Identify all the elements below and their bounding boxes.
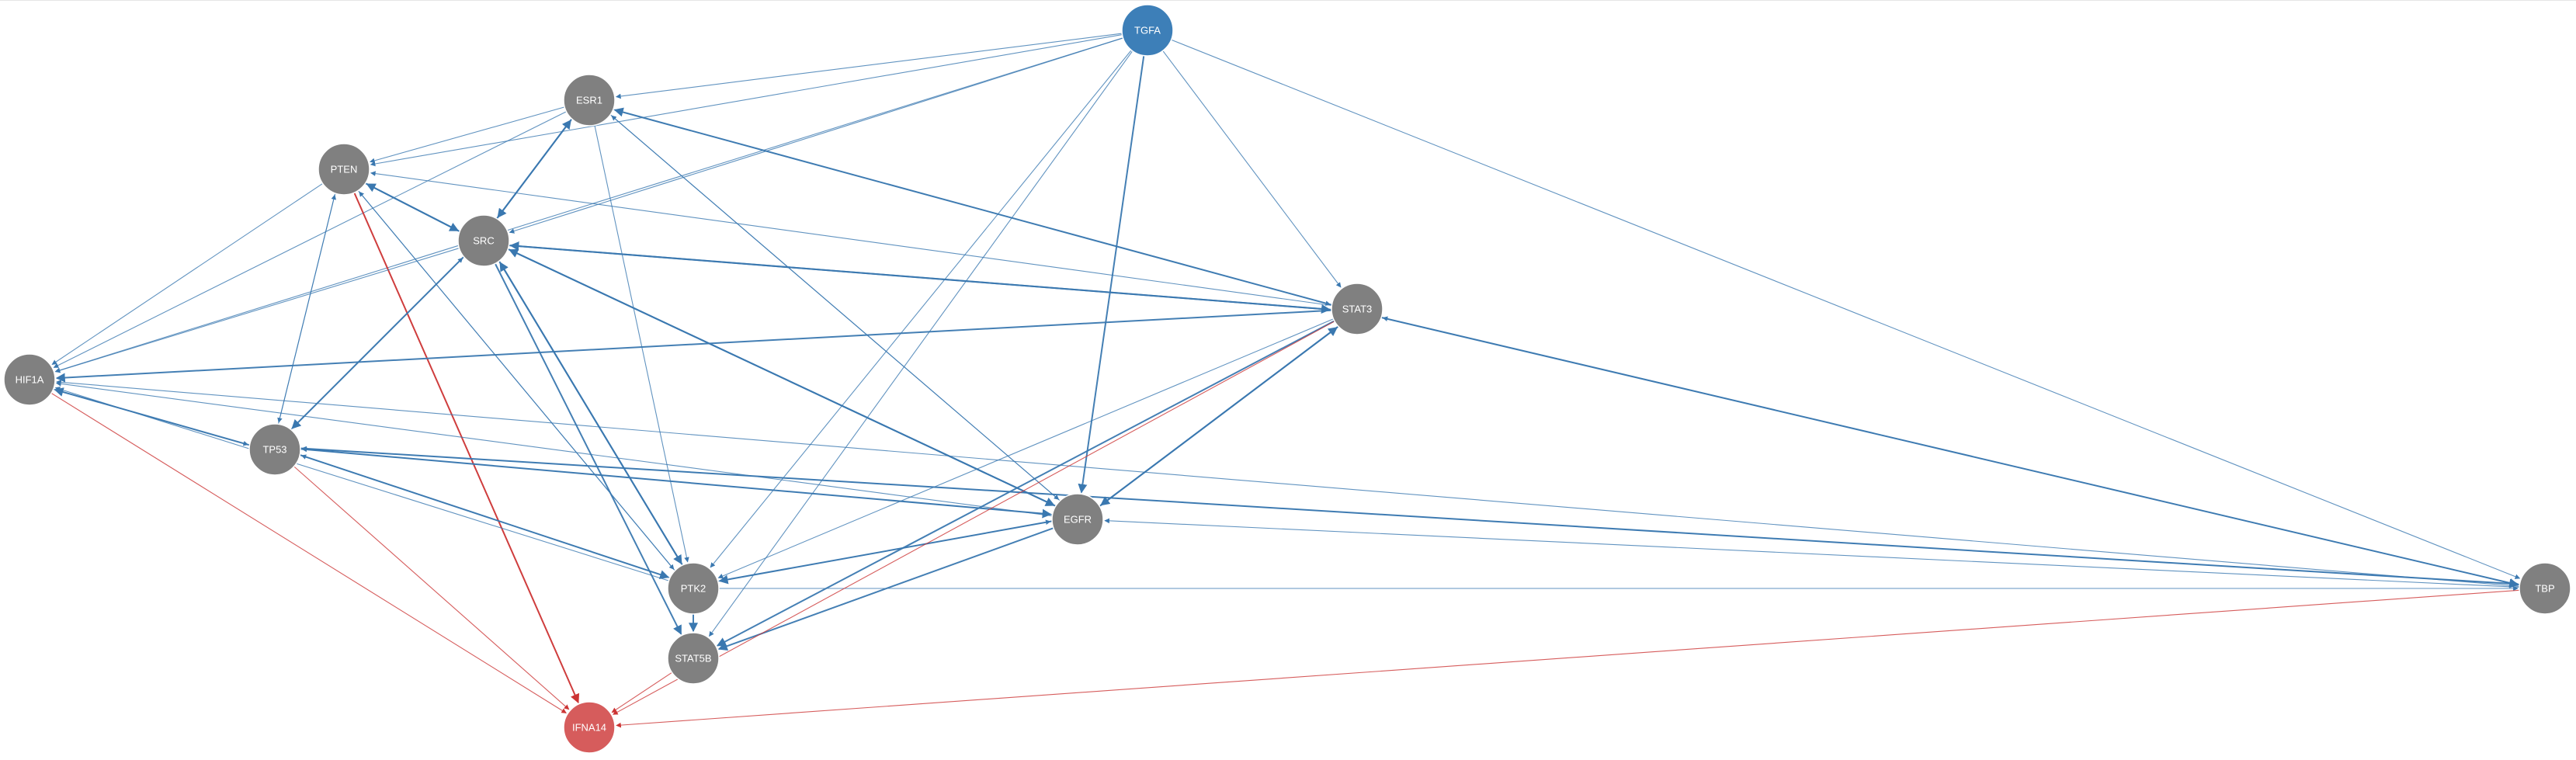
edge-src-to-stat5b (494, 263, 682, 635)
edge-egfr-to-src (509, 248, 1057, 507)
node-label: EGFR (1064, 514, 1092, 526)
node-circle[interactable] (667, 562, 720, 615)
edge-egfr-to-tp53 (301, 446, 1053, 515)
edge-ptk2-to-src (499, 262, 683, 566)
edge-pten-to-ifna14 (353, 192, 580, 704)
node-label: TP53 (262, 444, 286, 456)
node-label: SRC (473, 235, 494, 247)
edge-src-to-esr1 (496, 119, 571, 220)
edge-esr1-to-ptk2 (594, 125, 689, 563)
node-label: ESR1 (576, 95, 602, 106)
node-ifna14[interactable]: IFNA14 (563, 701, 616, 754)
edge-stat3-to-stat5b (716, 320, 1335, 647)
node-hif1a[interactable]: HIF1A (3, 353, 56, 406)
node-circle[interactable] (3, 353, 56, 406)
node-ptk2[interactable]: PTK2 (667, 562, 720, 615)
edge-tp53-to-src (290, 257, 463, 430)
node-circle[interactable] (1121, 4, 1174, 57)
node-circle[interactable] (667, 632, 720, 685)
edge-tgfa-to-hif1a (54, 37, 1123, 373)
node-label: IFNA14 (572, 722, 606, 734)
edge-stat3-to-src (509, 241, 1331, 311)
edges-layer (50, 33, 2521, 728)
node-stat3[interactable]: STAT3 (1331, 283, 1383, 335)
node-circle[interactable] (318, 143, 370, 196)
node-esr1[interactable]: ESR1 (563, 74, 616, 127)
edge-tgfa-to-ptk2 (710, 50, 1132, 568)
edge-stat3-to-ifna14 (613, 321, 1335, 715)
node-tbp[interactable]: TBP (2519, 562, 2571, 615)
node-pten[interactable]: PTEN (318, 143, 370, 196)
node-tgfa[interactable]: TGFA (1121, 4, 1174, 57)
node-label: HIF1A (16, 374, 44, 386)
edge-tp53-to-pten (277, 194, 336, 425)
edge-stat5b-to-ifna14 (611, 672, 672, 713)
edge-tp53-to-ifna14 (293, 466, 570, 710)
edge-egfr-to-esr1 (611, 115, 1061, 501)
node-label: TGFA (1134, 25, 1161, 36)
edge-esr1-to-pten (370, 106, 565, 164)
node-circle[interactable] (2519, 562, 2571, 615)
node-tp53[interactable]: TP53 (248, 423, 301, 476)
node-label: STAT5B (675, 653, 711, 665)
edge-tbp-to-egfr (1104, 518, 2520, 588)
edge-egfr-to-hif1a (56, 381, 1053, 517)
edge-tbp-to-stat3 (1382, 316, 2520, 586)
edge-tgfa-to-esr1 (616, 33, 1123, 99)
edge-src-to-pten (366, 183, 460, 232)
node-label: PTK2 (681, 583, 706, 595)
node-stat5b[interactable]: STAT5B (667, 632, 720, 685)
node-circle[interactable] (563, 701, 616, 754)
edge-stat3-to-hif1a (55, 309, 1332, 383)
node-label: STAT3 (1342, 304, 1373, 315)
edge-hif1a-to-ifna14 (50, 392, 567, 713)
edge-stat3-to-ptk2 (717, 318, 1334, 579)
edge-pten-to-hif1a (51, 182, 323, 365)
edge-ptk2-to-egfr (717, 519, 1051, 582)
edge-tgfa-to-pten (370, 34, 1123, 167)
node-circle[interactable] (1331, 283, 1383, 335)
node-label: PTEN (331, 164, 358, 175)
node-circle[interactable] (1051, 493, 1104, 546)
node-circle[interactable] (248, 423, 301, 476)
node-egfr[interactable]: EGFR (1051, 493, 1104, 546)
edge-ptk2-to-tp53 (300, 454, 670, 578)
edge-tbp-to-ifna14 (616, 589, 2520, 728)
edge-tgfa-to-src (509, 37, 1123, 234)
edge-tp53-to-hif1a (54, 387, 250, 446)
edge-tgfa-to-stat5b (709, 50, 1134, 637)
edge-tbp-to-hif1a (56, 380, 2520, 587)
node-circle[interactable] (563, 74, 616, 127)
edge-ptk2-to-hif1a (54, 387, 669, 581)
edge-stat3-to-pten (370, 171, 1332, 307)
node-label: TBP (2535, 583, 2554, 595)
edge-esr1-to-hif1a (53, 111, 567, 368)
edge-src-to-hif1a (54, 248, 460, 373)
edge-tbp-to-tp53 (301, 446, 2520, 585)
edge-tgfa-to-tbp (1171, 39, 2521, 579)
edge-tgfa-to-stat3 (1162, 50, 1342, 288)
edge-egfr-to-stat3 (1099, 327, 1338, 507)
edge-stat3-to-esr1 (613, 107, 1332, 306)
node-circle[interactable] (457, 214, 510, 267)
edge-ptk2-to-pten (359, 191, 675, 571)
edge-tgfa-to-egfr (1078, 55, 1145, 494)
node-src[interactable]: SRC (457, 214, 510, 267)
